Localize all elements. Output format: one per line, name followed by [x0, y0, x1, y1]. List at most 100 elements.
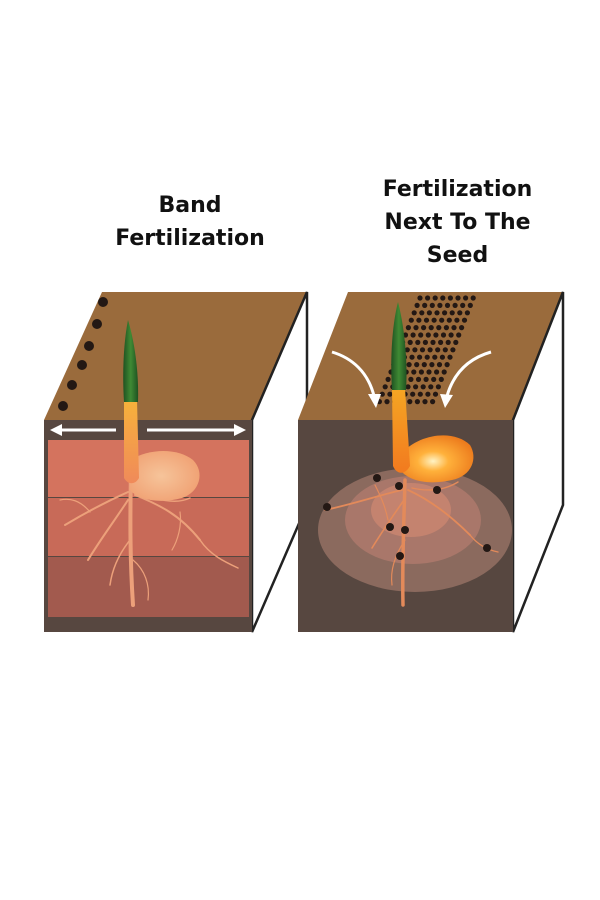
fertilizer-dot — [417, 295, 423, 301]
fertilizer-dot — [422, 339, 428, 345]
fertilizer-dot — [442, 310, 448, 316]
fertilizer-dot — [436, 362, 443, 368]
seed — [400, 435, 474, 483]
fertilizer-dot — [422, 399, 428, 405]
fertilizer-dot — [435, 347, 441, 353]
fertilizer-dot — [433, 332, 439, 338]
fertilizer-dot — [421, 362, 427, 368]
fertilizer-dot — [426, 369, 432, 375]
fertilizer-dot — [443, 325, 449, 331]
fertilizer-dot — [454, 317, 460, 323]
fertilizer-dot — [414, 399, 420, 405]
fertilizer-dot — [451, 325, 457, 331]
fertilizer-dot — [429, 362, 435, 368]
stem — [124, 400, 139, 484]
fertilizer-dot — [470, 295, 476, 301]
fertilizer-dot — [415, 376, 422, 382]
fertilizer-dot — [447, 354, 453, 360]
fertilizer-dot — [459, 325, 465, 331]
fertilizer-dot — [413, 325, 419, 331]
fertilizer-dot — [423, 317, 430, 323]
fertilizer-dot — [431, 317, 437, 323]
soil-surface-top — [44, 292, 307, 420]
fertilizer-dot — [425, 295, 431, 301]
nutrient-zones — [318, 468, 512, 592]
fertilizer-dot — [408, 317, 414, 323]
fertilizer-dot — [432, 354, 438, 360]
fertilizer-dot — [464, 310, 470, 316]
fertilizer-dot — [422, 302, 428, 308]
fertilizer-dot — [411, 369, 417, 375]
fertilizer-dot — [467, 302, 473, 308]
fertilizer-dot — [460, 302, 466, 308]
fertilizer-dot — [432, 295, 438, 301]
fertilizer-dot — [446, 317, 452, 323]
fertilizer-dot — [430, 339, 436, 345]
fertilizer-dot — [444, 362, 450, 368]
fertilizer-dot — [448, 332, 454, 338]
fertilizer-dot — [463, 295, 469, 301]
fertilizer-dot — [440, 332, 447, 338]
fertilizer-dot — [427, 347, 433, 353]
fertilizer-dot — [384, 399, 390, 405]
green-shoot — [391, 302, 407, 390]
fertilizer-dot — [452, 302, 458, 308]
fertilizer-dot — [447, 295, 453, 301]
fertilizer-band-middle — [48, 498, 249, 556]
fertilizer-dot — [444, 302, 451, 308]
fertilizer-dot — [382, 384, 388, 390]
fertilizer-dot — [404, 347, 410, 353]
fertilizer-dot — [410, 391, 416, 397]
fertilizer-dot — [432, 391, 439, 397]
seed — [130, 451, 200, 501]
fertilizer-dot — [434, 310, 440, 316]
fertilizer-dot — [418, 332, 424, 338]
title-line: Seed — [426, 243, 489, 268]
seed-fertilization-box — [298, 291, 565, 633]
fertilizer-dot — [424, 354, 430, 360]
fertilizer-dot — [421, 325, 427, 331]
fertilizer-dot — [439, 354, 445, 360]
fertilizer-dot — [423, 376, 429, 382]
fertilizer-dot — [415, 339, 421, 345]
title-line: Fertilization — [382, 177, 533, 202]
fertilizer-dot — [441, 369, 447, 375]
fertilizer-dot — [456, 332, 462, 338]
fertilizer-dot — [425, 332, 431, 338]
fertilizer-dot — [428, 325, 434, 331]
title-line: Next To The — [384, 210, 531, 235]
fertilizer-dot — [407, 339, 413, 345]
fertilizer-dot — [414, 362, 420, 368]
seed-fertilization-title: Fertilization Next To The Seed — [355, 173, 560, 272]
fertilizer-dot — [435, 384, 441, 390]
fertilizer-dot — [439, 317, 445, 323]
fertilizer-dot — [430, 399, 436, 405]
fertilizer-dot — [440, 295, 446, 301]
fertilizer-dot — [417, 354, 423, 360]
fertilizer-dot — [410, 332, 416, 338]
fertilizer-dot — [379, 391, 385, 397]
fertilizer-dot — [453, 339, 459, 345]
fertilizer-dot — [426, 310, 432, 316]
fertilizer-dot — [408, 376, 414, 382]
fertilizer-dot — [420, 384, 426, 390]
fertilizer-dot — [461, 317, 468, 323]
fertilizer-dot — [414, 302, 420, 308]
fertilizer-dot — [428, 384, 434, 390]
title-line: Band — [158, 193, 222, 218]
fertilizer-dot — [418, 369, 424, 375]
band-fertilization-box — [44, 291, 309, 633]
fertilizer-dot — [411, 310, 417, 316]
fertilizer-dot — [442, 347, 448, 353]
fertilizer-dot — [385, 376, 391, 382]
fertilizer-dot — [436, 325, 442, 331]
fertilizer-dot — [405, 325, 411, 331]
fertilizer-dot — [434, 369, 440, 375]
fertilizer-dot — [449, 310, 455, 316]
fertilizer-dot — [413, 384, 419, 390]
fertilizer-dot — [406, 362, 412, 368]
fertilizer-dot — [429, 302, 435, 308]
fertilizer-direction-arrows — [331, 350, 492, 408]
fertilizer-dot — [419, 347, 426, 353]
